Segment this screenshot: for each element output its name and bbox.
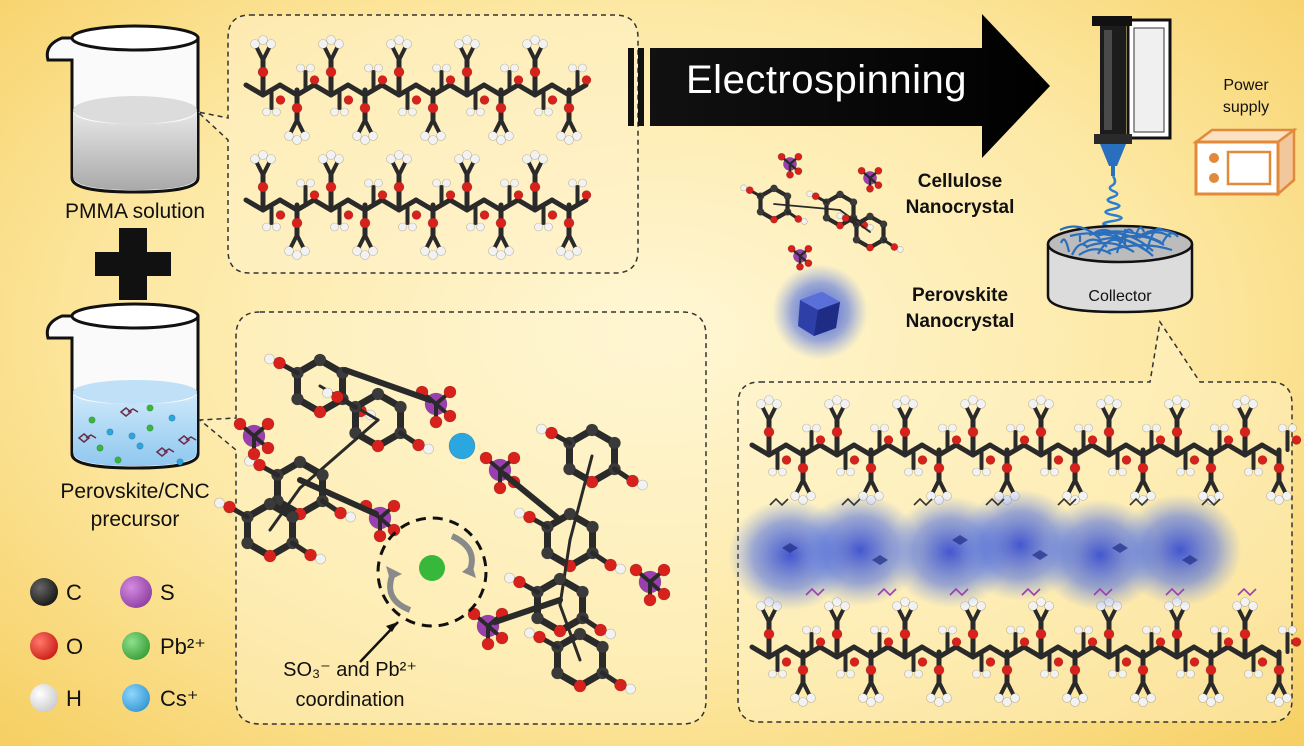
- power-supply-box: [1192, 127, 1298, 197]
- composite-fiber-detail: [728, 395, 1302, 707]
- precursor-label-line1: Perovskite/CNC: [60, 480, 210, 503]
- legend-dot-s: [120, 576, 152, 608]
- pnc-label-line2: Nanocrystal: [905, 311, 1015, 332]
- collector: [1046, 224, 1194, 314]
- legend-label-c: C: [66, 580, 82, 605]
- coordination-ring: [359, 516, 488, 663]
- legend-label-o: O: [66, 634, 84, 659]
- legend-dot-pb: [122, 632, 150, 660]
- legend-dot-h: [30, 684, 58, 712]
- power-supply-label-line2: supply: [1222, 99, 1270, 116]
- coordination-label-line1: SO₃⁻ and Pb²⁺: [283, 659, 417, 681]
- legend-dot-c: [30, 578, 58, 606]
- cnc-label-line2: Nanocrystal: [905, 197, 1015, 218]
- cnc-molecule-detail: [214, 353, 671, 695]
- cnc-small-molecule: [740, 152, 904, 271]
- power-supply-label-line1: Power: [1223, 77, 1269, 94]
- pnc-label-line1: Perovskite: [911, 285, 1009, 306]
- pmma-beaker: [45, 24, 200, 194]
- legend-label-cs: Cs⁺: [160, 686, 199, 711]
- legend-label-s: S: [160, 580, 175, 605]
- collector-label: Collector: [1088, 288, 1152, 305]
- plus-icon: [95, 228, 171, 300]
- legend-label-pb: Pb²⁺: [160, 634, 206, 659]
- pmma-solution-label: PMMA solution: [64, 200, 206, 223]
- coordination-label-line2: coordination: [295, 689, 405, 711]
- precursor-label-line2: precursor: [90, 508, 180, 531]
- legend-dot-o: [30, 632, 58, 660]
- legend-label-h: H: [66, 686, 82, 711]
- cnc-label-line1: Cellulose: [917, 171, 1003, 192]
- electrospinning-arrow: [628, 14, 1050, 158]
- pmma-chains: [243, 35, 592, 260]
- electrospinning-label: Electrospinning: [686, 58, 967, 102]
- legend-dot-cs: [122, 684, 150, 712]
- perovskite-nanocrystal: [772, 264, 868, 360]
- electrospinning-apparatus: [1092, 16, 1172, 241]
- precursor-beaker: [45, 302, 200, 470]
